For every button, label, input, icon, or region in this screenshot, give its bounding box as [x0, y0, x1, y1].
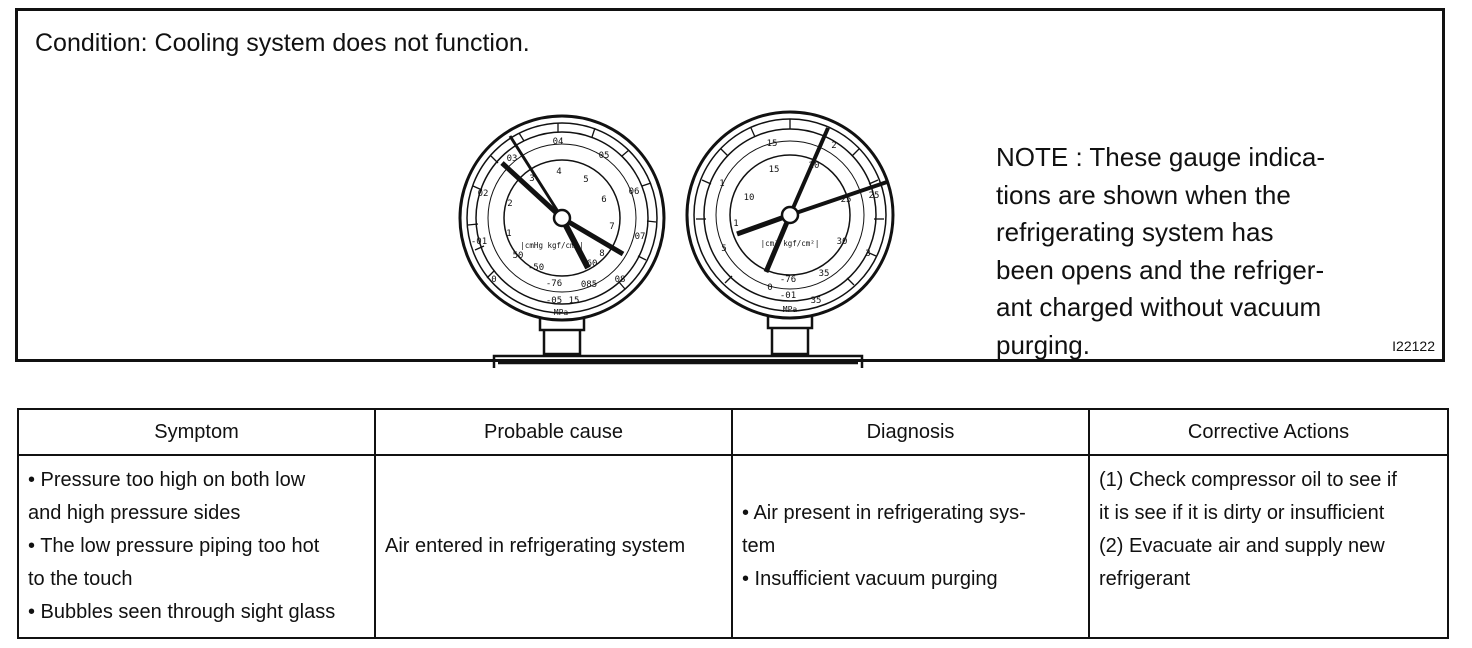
high-inner-20: 20 [809, 161, 820, 171]
low-inner-50: 50 [513, 251, 524, 261]
low-scale-08: 08 [615, 275, 626, 285]
cause-text: Air entered in refrigerating system [385, 535, 686, 557]
diagnosis-cell: • Air present in refrigerating sys- tem … [731, 454, 1090, 639]
low-scale-15: 15 [569, 296, 580, 306]
note-text: NOTE : These gauge indica- tions are sho… [996, 139, 1356, 364]
high-scale-1: 1 [719, 179, 724, 189]
symptom-line: • The low pressure piping too hot [28, 535, 320, 557]
low-gauge-ticks [467, 123, 657, 290]
note-line: purging. [996, 329, 1090, 360]
actions-line: it is see if it is dirty or insufficient [1099, 502, 1385, 524]
high-inner-30: 30 [837, 237, 848, 247]
figure-code: I22122 [1392, 338, 1435, 354]
cause-cell: Air entered in refrigerating system [374, 454, 733, 639]
symptom-line: • Pressure too high on both low [28, 469, 306, 491]
low-pressure-gauge: 0 -01 02 03 04 05 06 07 08 085 -05 15 1 … [458, 114, 666, 322]
diagnosis-table: Symptom Probable cause Diagnosis Correct… [17, 408, 1449, 639]
low-inner-neg50: -50 [528, 263, 544, 273]
low-inner-7: 7 [609, 222, 614, 232]
symptom-cell: • Pressure too high on both low and high… [17, 454, 376, 639]
diagnosis-line: • Air present in refrigerating sys- [742, 502, 1026, 524]
high-inner-25: 25 [841, 195, 852, 205]
table-header-row: Symptom Probable cause Diagnosis Correct… [17, 408, 1449, 456]
high-inner-5: 5 [721, 244, 726, 254]
gauge-illustration: 0 -01 02 03 04 05 06 07 08 085 -05 15 1 … [458, 110, 895, 368]
note-line: tions are shown when the [996, 179, 1291, 210]
high-unit-label: |cm² kgf/cm²| [761, 239, 820, 248]
diagnosis-line: • Insufficient vacuum purging [742, 568, 998, 590]
high-gauge-needles [736, 127, 888, 273]
low-inner-neg76: -76 [546, 279, 562, 289]
header-corrective-actions: Corrective Actions [1088, 408, 1449, 456]
note-line: refrigerating system has [996, 217, 1274, 247]
high-scale-0: 0 [767, 283, 772, 293]
figure-panel: Condition: Cooling system does not funct… [15, 8, 1445, 368]
low-inner-60: 60 [587, 259, 598, 269]
low-inner-8: 8 [599, 249, 604, 259]
high-scale-25: 25 [869, 191, 880, 201]
low-mpa-label: MPa [554, 308, 569, 317]
high-scale-35: 35 [811, 296, 822, 306]
high-inner-15: 15 [769, 165, 780, 175]
actions-cell: (1) Check compressor oil to see if it is… [1088, 454, 1449, 639]
low-inner-5: 5 [583, 175, 588, 185]
high-scale-01: -01 [780, 291, 796, 301]
note-line: been opens and the refriger- [996, 254, 1325, 285]
low-inner-3: 3 [529, 174, 534, 184]
low-scale-0: 0 [491, 275, 496, 285]
low-inner-1: 1 [506, 229, 511, 239]
low-unit-label: |cmHg kgf/cm²| [520, 241, 583, 250]
low-scale-02: 02 [478, 189, 489, 199]
actions-line: (1) Check compressor oil to see if [1099, 469, 1397, 491]
high-pressure-gauge: 0 -01 1 15 2 25 3 35 5 10 15 20 25 30 35… [685, 110, 895, 320]
low-gauge-stem [538, 314, 586, 356]
high-scale-3: 3 [865, 249, 870, 259]
low-scale-06: 06 [629, 187, 640, 197]
low-scale-neg05: -05 [546, 296, 562, 306]
low-scale-04: 04 [553, 137, 564, 147]
header-probable-cause: Probable cause [374, 408, 733, 456]
high-scale-2: 2 [831, 141, 836, 151]
low-scale-085: 085 [581, 280, 597, 290]
actions-line: (2) Evacuate air and supply new [1099, 535, 1385, 557]
header-symptom: Symptom [17, 408, 376, 456]
high-gauge-stem [766, 312, 814, 356]
low-inner-6: 6 [601, 195, 606, 205]
table-row: • Pressure too high on both low and high… [17, 454, 1449, 639]
condition-caption: Condition: Cooling system does not funct… [35, 29, 530, 57]
diagnosis-line: tem [742, 535, 776, 557]
note-line: ant charged without vacuum [996, 292, 1322, 322]
low-scale-07: 07 [635, 232, 646, 242]
high-inner-neg76: -76 [780, 275, 796, 285]
symptom-line: and high pressure sides [28, 502, 241, 524]
low-scale-03: 03 [507, 154, 518, 164]
note-line: NOTE : These gauge indica- [996, 142, 1326, 172]
high-gauge-ticks [696, 119, 884, 286]
high-inner-1: 1 [733, 219, 738, 229]
high-scale-15: 15 [767, 139, 778, 149]
symptom-line: to the touch [28, 568, 133, 590]
high-inner-35: 35 [819, 269, 830, 279]
low-inner-4: 4 [556, 167, 561, 177]
manifold-bar [492, 354, 864, 368]
high-mpa-label: MPa [783, 305, 798, 314]
low-scale-05: 05 [599, 151, 610, 161]
low-scale-01: -01 [471, 237, 487, 247]
high-inner-10: 10 [744, 193, 755, 203]
actions-line: refrigerant [1099, 568, 1191, 590]
header-diagnosis: Diagnosis [731, 408, 1090, 456]
symptom-line: • Bubbles seen through sight glass [28, 601, 336, 623]
low-gauge-needles [500, 135, 625, 270]
low-inner-2: 2 [507, 199, 512, 209]
